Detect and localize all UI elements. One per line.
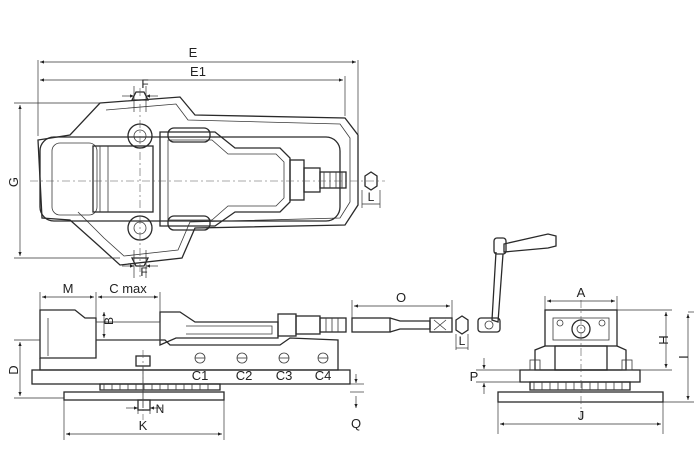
label-o: O (396, 290, 406, 305)
label-e1: E1 (190, 64, 206, 79)
dimension-i: I (663, 311, 694, 403)
dimension-j: J (497, 402, 664, 434)
end-view (497, 300, 664, 420)
dimension-c-max: C max (98, 281, 161, 312)
dimension-l-side: L (455, 334, 469, 350)
label-c2: C2 (236, 368, 253, 383)
dimension-m: M (39, 281, 97, 318)
dimension-p: P (470, 358, 520, 394)
label-p: P (470, 369, 479, 384)
label-h: H (656, 335, 671, 344)
label-n: N (156, 402, 165, 416)
label-f-bottom: F (140, 265, 147, 279)
crank-handle (477, 233, 557, 333)
dimension-a: A (544, 285, 618, 310)
label-q: Q (351, 416, 361, 431)
dimension-g: G (6, 102, 120, 259)
label-c4: C4 (315, 368, 332, 383)
dimension-h: H (617, 309, 672, 371)
label-a: A (577, 285, 586, 300)
top-view (30, 88, 385, 278)
dimension-k: K (63, 400, 225, 440)
dimension-l-top: L (361, 190, 381, 208)
label-b: B (102, 317, 116, 325)
label-l-side: L (459, 334, 466, 348)
label-f-top: F (141, 77, 148, 91)
dimension-f-top: F (122, 77, 158, 112)
label-l-top: L (368, 190, 375, 204)
label-i: I (676, 355, 691, 359)
label-j: J (578, 408, 585, 423)
dimension-e1: E1 (40, 64, 346, 116)
label-e: E (189, 45, 198, 60)
dimension-b: B (102, 312, 116, 338)
label-d: D (6, 365, 21, 374)
dimension-o: O (351, 290, 453, 318)
dimension-f-bottom: F (122, 250, 158, 279)
label-k: K (139, 418, 148, 433)
dimension-n: N (126, 400, 164, 416)
side-view (31, 309, 351, 420)
label-g: G (6, 177, 21, 187)
label-m: M (63, 281, 74, 296)
label-c3: C3 (276, 368, 293, 383)
label-c1: C1 (192, 368, 209, 383)
dimension-d: D (6, 339, 64, 399)
dimension-q: Q (350, 374, 364, 431)
dimension-e: E (37, 45, 359, 136)
handle-bar-view (351, 315, 469, 335)
label-c-max: C max (109, 281, 147, 296)
